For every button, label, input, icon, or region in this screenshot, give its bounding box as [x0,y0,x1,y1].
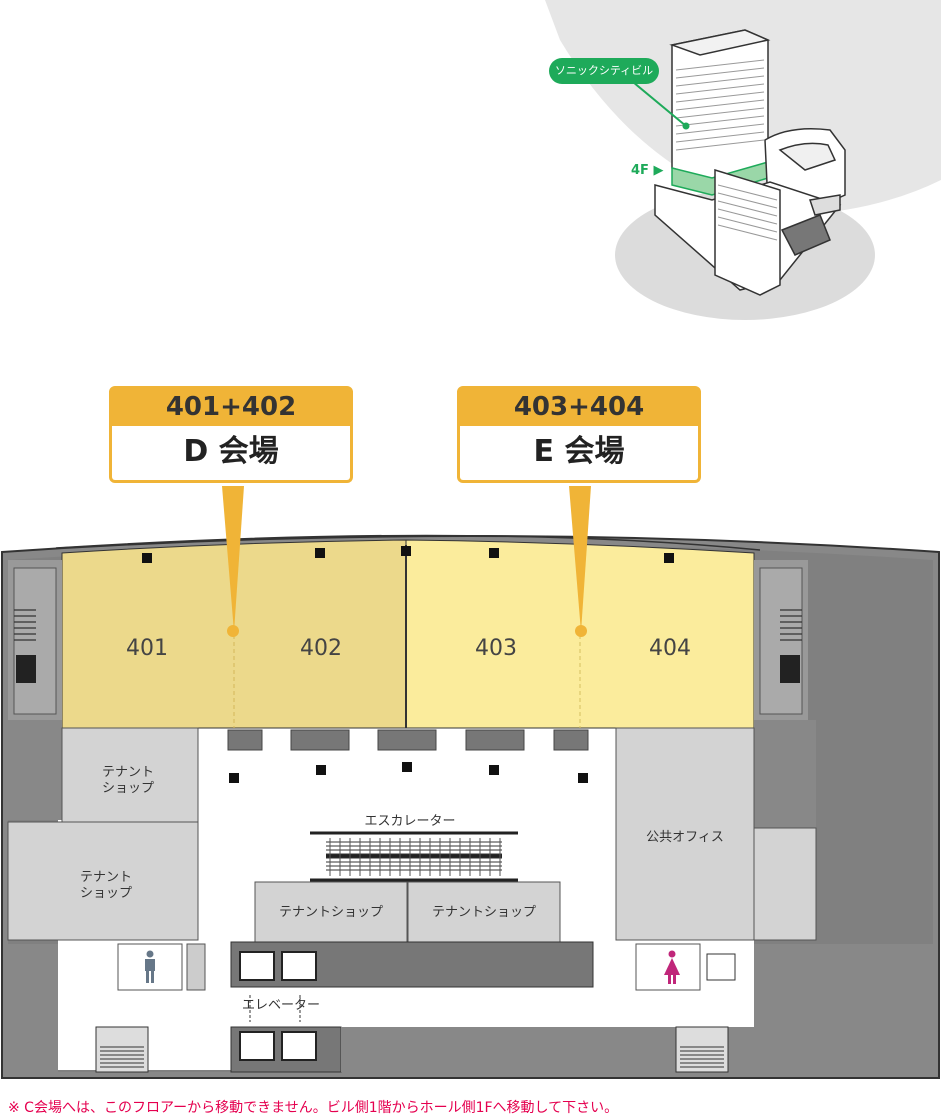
callout-e-pointer [569,486,591,632]
tenant-shop-left-bottom-label: テナント ショップ [79,870,132,901]
venue-d-callout: 401+402 D 会場 [109,386,353,486]
public-office [615,727,755,941]
room-d-marker [227,625,239,637]
tenant-shop-center-right-label: テナントショップ [431,905,536,920]
tenant-shop-left-top-label: テナント ショップ [101,765,154,796]
tenant-shop-center-left [254,881,408,943]
building-illustration [654,29,846,296]
venue-d-name: D 会場 [109,426,353,483]
room-402-label: 402 [300,636,342,661]
tenant-shop-center-left-label: テナントショップ [278,905,383,920]
tenant-shop-left-top [61,727,199,831]
tenant-shop-left-bottom [7,821,199,941]
access-note: ※ C会場へは、このフロアーから移動できません。ビル側1階からホール側1Fへ移動… [8,1100,619,1116]
escalator-label: エスカレーター [364,814,456,829]
men-restroom-icon [145,950,155,983]
room-401-label: 401 [126,636,168,661]
room-404-label: 404 [649,636,691,661]
building-pointer-line [632,81,687,127]
venue-d-rooms: 401+402 [109,386,353,426]
columns [142,546,674,783]
venue-e-callout: 403+404 E 会場 [457,386,701,486]
elevator-label: エレベーター [241,998,320,1013]
tenant-shop-center-right [407,881,561,943]
women-restroom-icon [664,950,680,984]
venue-e-name: E 会場 [457,426,701,483]
venue-e-rooms: 403+404 [457,386,701,426]
callout-d-pointer [222,486,244,632]
escalator [310,831,518,882]
building-pointer-dot [682,122,690,130]
floor-indicator: 4F ▶ [631,163,664,178]
room-e-marker [575,625,587,637]
building-name-label: ソニックシティビル [549,58,659,84]
public-office-label: 公共オフィス [646,830,724,845]
room-403-label: 403 [475,636,517,661]
